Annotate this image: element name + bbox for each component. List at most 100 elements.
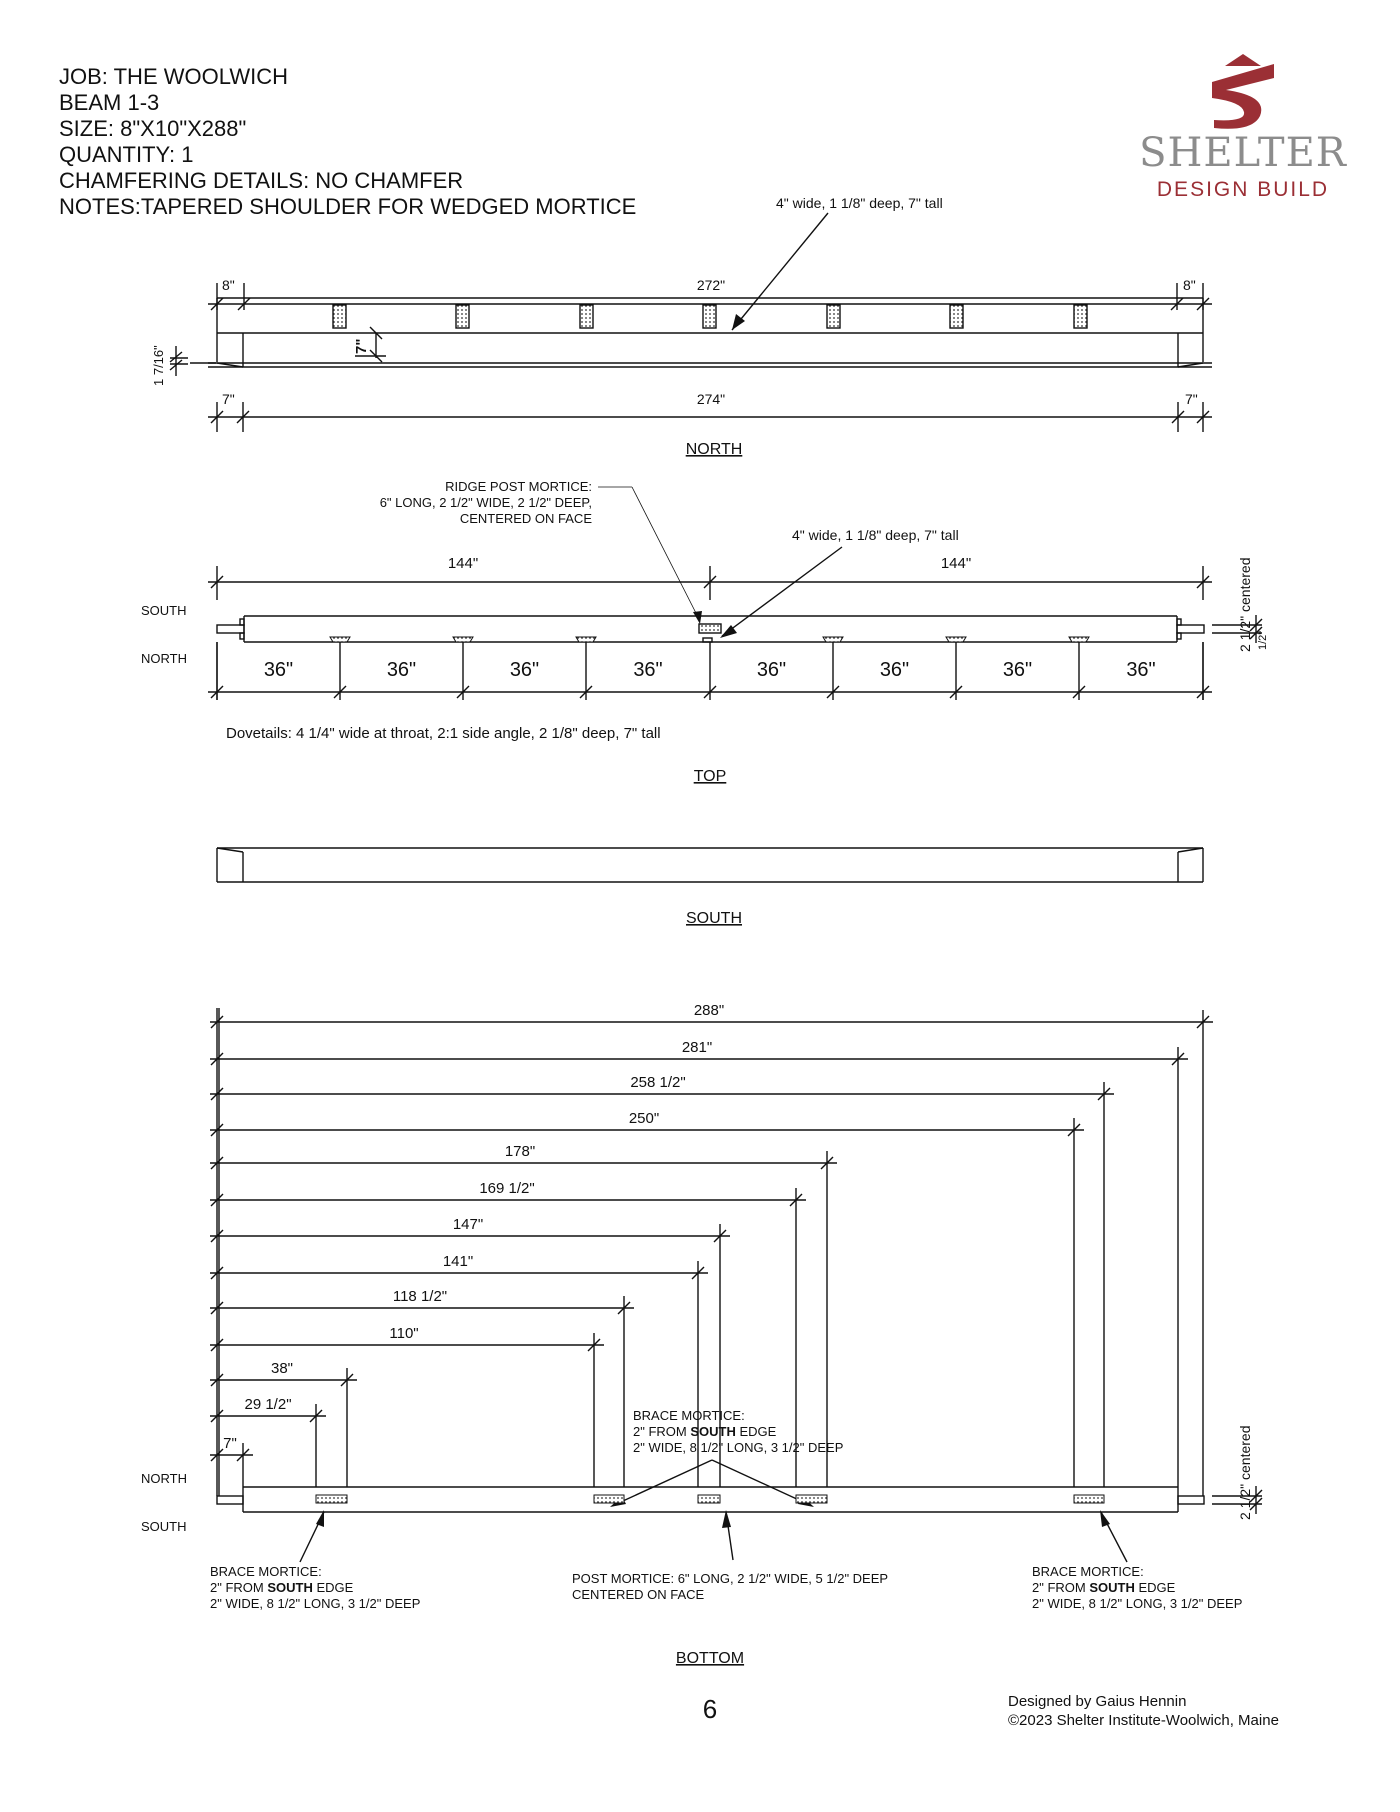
bottom-side-north: NORTH <box>141 1471 187 1486</box>
dimension-label: 281" <box>682 1039 712 1056</box>
page-number: 6 <box>702 1694 718 1724</box>
dimension-label: 110" <box>389 1325 418 1342</box>
north-mortise <box>949 304 964 329</box>
svg-text:CENTERED ON FACE: CENTERED ON FACE <box>572 1587 705 1602</box>
copyright-credit: ©2023 Shelter Institute-Woolwich, Maine <box>1008 1712 1279 1729</box>
shelter-logo: SHELTER DESIGN BUILD <box>1128 52 1358 212</box>
dimension-tick <box>587 1338 601 1352</box>
north-view-label: NORTH <box>686 441 743 458</box>
spacing-tick-mark <box>949 685 963 699</box>
svg-text:BRACE MORTICE:: BRACE MORTICE: <box>1032 1564 1144 1579</box>
north-mortise <box>579 304 594 329</box>
dimension-label: 169 1/2" <box>479 1180 534 1197</box>
brace-note-left: BRACE MORTICE: 2" FROM SOUTH EDGE 2" WID… <box>210 1564 420 1611</box>
top-dim-half-right: 144" <box>941 555 971 572</box>
dimension-label: 141" <box>443 1253 473 1270</box>
dimension-label: 147" <box>453 1216 483 1233</box>
dimension-tick <box>1067 1123 1081 1137</box>
dimension-label: 7" <box>223 1435 237 1452</box>
dimension-tick <box>210 1015 224 1029</box>
north-dim-mortise-height: 7" <box>353 339 370 354</box>
svg-text:BRACE MORTICE:: BRACE MORTICE: <box>633 1408 745 1423</box>
dimension-tick <box>713 1229 727 1243</box>
dimension-tick <box>210 1448 224 1462</box>
top-side-north: NORTH <box>141 651 187 666</box>
dimension-tick <box>1097 1087 1111 1101</box>
dimension-label: 178" <box>505 1143 535 1160</box>
top-dim-half-left: 144" <box>448 555 478 572</box>
dimension-tick <box>210 1266 224 1280</box>
top-dovetails <box>210 636 1210 700</box>
size-line: SIZE: 8"X10"X288" <box>59 116 247 141</box>
dovetail-pocket <box>822 636 844 643</box>
spacing-tick-mark <box>456 685 470 699</box>
bottom-mortise <box>697 1494 721 1504</box>
spacing-label: 36" <box>510 659 539 681</box>
bottom-tenon-note: 2 1/2" centered <box>1237 1426 1253 1520</box>
bottom-side-south: SOUTH <box>141 1519 187 1534</box>
dimension-tick <box>1171 1052 1185 1066</box>
dimension-tick <box>210 1409 224 1423</box>
north-mortise <box>455 304 470 329</box>
notes-line: NOTES:TAPERED SHOULDER FOR WEDGED MORTIC… <box>59 194 637 219</box>
svg-text:2" WIDE, 8 1/2" LONG, 3 1/2" D: 2" WIDE, 8 1/2" LONG, 3 1/2" DEEP <box>633 1440 843 1455</box>
svg-text:BRACE MORTICE:: BRACE MORTICE: <box>210 1564 322 1579</box>
shelter-mark-icon <box>1212 54 1274 129</box>
dimension-tick <box>691 1266 705 1280</box>
top-tenon-dim: 1/2" <box>1257 631 1269 650</box>
bottom-mortise <box>1073 1494 1105 1504</box>
dimension-label: 250" <box>629 1110 659 1127</box>
north-dim-top-right: 8" <box>1183 277 1196 293</box>
south-view <box>216 847 1204 883</box>
spacing-tick-mark <box>1196 685 1210 699</box>
ridge-note-2: 6" LONG, 2 1/2" WIDE, 2 1/2" DEEP, <box>380 495 592 510</box>
north-dim-shoulder: 1 7/16" <box>151 345 166 386</box>
dimension-tick <box>210 1338 224 1352</box>
spacing-label: 36" <box>757 659 786 681</box>
spacing-tick-mark <box>1072 685 1086 699</box>
dimension-label: 258 1/2" <box>630 1074 685 1091</box>
north-mortise <box>332 304 347 329</box>
top-side-south: SOUTH <box>141 603 187 618</box>
bottom-mortise <box>593 1494 625 1504</box>
dimension-tick <box>210 1123 224 1137</box>
spacing-label: 36" <box>1003 659 1032 681</box>
quantity-line: QUANTITY: 1 <box>59 142 194 167</box>
dimension-label: 38" <box>271 1360 293 1377</box>
north-dim-bot-left: 7" <box>222 391 235 407</box>
dimension-label: 118 1/2" <box>393 1288 447 1305</box>
north-dim-bot-mid: 274" <box>697 391 725 407</box>
dimension-tick <box>340 1373 354 1387</box>
dimension-tick <box>309 1409 323 1423</box>
spacing-tick-mark <box>826 685 840 699</box>
dimension-tick <box>789 1193 803 1207</box>
spacing-label: 36" <box>1126 659 1155 681</box>
bottom-view <box>216 1008 1263 1563</box>
ridge-note-3: CENTERED ON FACE <box>460 511 593 526</box>
logo-word: SHELTER <box>1139 130 1347 176</box>
ridge-note-1: RIDGE POST MORTICE: <box>445 479 592 494</box>
brace-note-right: BRACE MORTICE: 2" FROM SOUTH EDGE 2" WID… <box>1032 1564 1242 1611</box>
brace-note-center: BRACE MORTICE: 2" FROM SOUTH EDGE 2" WID… <box>633 1408 843 1455</box>
spacing-tick-mark <box>333 685 347 699</box>
bottom-mortises <box>315 1494 1105 1504</box>
north-callout: 4" wide, 1 1/8" deep, 7" tall <box>776 195 943 211</box>
dovetail-note: Dovetails: 4 1/4" wide at throat, 2:1 si… <box>226 725 661 742</box>
spacing-label: 36" <box>264 659 293 681</box>
svg-text:2" FROM SOUTH EDGE: 2" FROM SOUTH EDGE <box>633 1424 777 1439</box>
credit-block: Designed by Gaius Hennin ©2023 Shelter I… <box>1008 1692 1279 1730</box>
top-callout: 4" wide, 1 1/8" deep, 7" tall <box>792 527 959 543</box>
dimension-tick <box>210 1156 224 1170</box>
south-view-label: SOUTH <box>686 910 742 927</box>
spacing-label: 36" <box>387 659 416 681</box>
dovetail-pocket <box>329 636 351 643</box>
dimension-label: 29 1/2" <box>244 1396 291 1413</box>
north-mortise <box>826 304 841 329</box>
spacing-tick-mark <box>703 685 717 699</box>
designer-credit: Designed by Gaius Hennin <box>1008 1693 1187 1710</box>
beam-line: BEAM 1-3 <box>59 90 160 115</box>
dimension-tick <box>1196 1015 1210 1029</box>
svg-text:2" WIDE, 8 1/2" LONG, 3 1/2" D: 2" WIDE, 8 1/2" LONG, 3 1/2" DEEP <box>210 1596 420 1611</box>
logo-subtitle: DESIGN BUILD <box>1156 178 1330 201</box>
